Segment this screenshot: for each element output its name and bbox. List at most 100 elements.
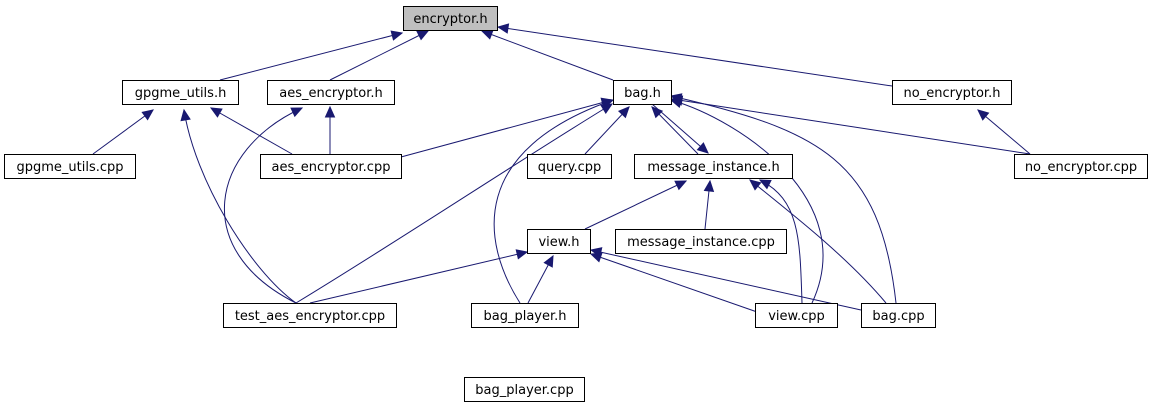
edge-aes-encryptor-cpp-to-gpgme-utils-h [209, 107, 293, 155]
edge-line [590, 249, 862, 311]
node-label: bag_player.h [483, 309, 566, 324]
node-label: aes_encryptor.h [279, 86, 383, 101]
edge-line [493, 99, 614, 304]
edge-gpgme-utils-cpp-to-gpgme-utils-h [92, 109, 154, 155]
arrowhead-icon [617, 106, 630, 119]
edge-line [481, 30, 614, 81]
edge-line [671, 98, 1031, 155]
node-box [1014, 154, 1148, 179]
node-query-cpp[interactable]: query.cpp [527, 154, 612, 179]
edge-line [224, 107, 303, 304]
edge-view-cpp-to-bag-h [669, 97, 824, 304]
node-label: message_instance.cpp [627, 235, 775, 250]
edge-line [210, 107, 293, 155]
node-box [527, 229, 591, 254]
node-message-instance-h[interactable]: message_instance.h [634, 154, 793, 179]
arrowhead-icon [290, 107, 304, 118]
arrowhead-icon [758, 179, 772, 190]
edge-line [670, 95, 897, 304]
edge-line [759, 179, 803, 304]
node-box [267, 80, 395, 105]
edge-line [497, 26, 893, 87]
edge-bag-player-h-to-view-h [527, 254, 554, 304]
node-bag-player-h[interactable]: bag_player.h [471, 303, 579, 328]
node-label: aes_encryptor.cpp [272, 160, 391, 175]
edge-line [749, 179, 887, 304]
node-gpgme-utils-cpp[interactable]: gpgme_utils.cpp [4, 154, 136, 179]
arrowhead-icon [703, 179, 715, 192]
node-box [223, 303, 397, 328]
node-label: bag.h [624, 86, 661, 101]
node-label: message_instance.h [647, 160, 779, 175]
arrowhead-icon [416, 30, 430, 41]
edge-test-aes-encryptor-cpp-to-view-h [309, 249, 529, 304]
edge-bag-cpp-to-bag-h [669, 93, 897, 304]
edge-bag-h-to-message-instance-h [651, 103, 709, 154]
node-label: no_encryptor.h [904, 86, 1001, 101]
edge-view-cpp-to-view-h [589, 252, 761, 314]
node-box [615, 229, 787, 254]
node-label: view.cpp [768, 309, 825, 324]
node-box [527, 154, 612, 179]
edge-line [584, 180, 687, 230]
node-no-encryptor-cpp[interactable]: no_encryptor.cpp [1014, 154, 1148, 179]
edge-bag-player-h-to-bag-h [493, 98, 615, 304]
node-label: gpgme_utils.h [135, 86, 227, 101]
edge-line [651, 103, 709, 154]
node-view-cpp[interactable]: view.cpp [755, 303, 838, 328]
node-box [4, 154, 136, 179]
edge-aes-encryptor-cpp-to-aes-encryptor-h [324, 105, 336, 154]
edge-test-aes-encryptor-cpp-to-gpgme-utils-h [180, 108, 297, 304]
edge-line [590, 253, 761, 314]
node-label: no_encryptor.cpp [1025, 160, 1137, 175]
edge-line [651, 106, 699, 155]
arrowhead-icon [543, 254, 554, 268]
node-test-aes-encryptor-cpp[interactable]: test_aes_encryptor.cpp [223, 303, 397, 328]
node-label: view.h [538, 235, 579, 250]
node-no-encryptor-h[interactable]: no_encryptor.h [892, 80, 1012, 105]
node-box [403, 6, 498, 31]
arrowhead-icon [180, 108, 191, 122]
node-bag-cpp[interactable]: bag.cpp [861, 303, 936, 328]
edge-line [92, 109, 154, 155]
node-label: query.cpp [538, 160, 601, 175]
arrowhead-icon [749, 179, 762, 191]
arrowhead-icon [589, 247, 603, 258]
node-box [471, 303, 579, 328]
node-aes-encryptor-h[interactable]: aes_encryptor.h [267, 80, 395, 105]
arrowhead-icon [390, 30, 404, 41]
edge-line [219, 32, 403, 81]
arrowhead-icon [496, 23, 510, 34]
node-message-instance-cpp[interactable]: message_instance.cpp [615, 229, 787, 254]
edge-bag-h-to-encryptor-h [480, 29, 614, 81]
arrowhead-icon [601, 98, 615, 109]
edge-line [183, 109, 297, 304]
arrowhead-icon [480, 29, 494, 40]
node-encryptor-h[interactable]: encryptor.h [403, 6, 498, 31]
edge-no-encryptor-cpp-to-no-encryptor-h [977, 109, 1031, 155]
node-aes-encryptor-cpp[interactable]: aes_encryptor.cpp [260, 154, 402, 179]
node-bag-h[interactable]: bag.h [613, 80, 672, 105]
node-view-h[interactable]: view.h [527, 229, 591, 254]
edge-line [295, 103, 613, 304]
arrowhead-icon [324, 105, 336, 118]
node-box [122, 80, 239, 105]
arrowhead-icon [977, 109, 990, 121]
node-label: bag.cpp [872, 309, 924, 324]
edge-line [329, 30, 429, 81]
edge-query-cpp-to-bag-h [584, 106, 630, 155]
arrowhead-icon [669, 93, 683, 104]
node-box [613, 80, 672, 105]
edge-line [400, 99, 613, 158]
edges-layer [92, 23, 1031, 314]
edge-test-aes-encryptor-cpp-to-aes-encryptor-h [224, 107, 304, 304]
node-bag-player-cpp[interactable]: bag_player.cpp [464, 377, 585, 402]
edge-message-instance-h-to-bag-h [651, 106, 699, 155]
edge-view-h-to-message-instance-h [584, 180, 688, 230]
arrowhead-icon [209, 107, 223, 118]
node-gpgme-utils-h[interactable]: gpgme_utils.h [122, 80, 239, 105]
edge-no-encryptor-h-to-encryptor-h [496, 23, 893, 87]
node-box [260, 154, 402, 179]
